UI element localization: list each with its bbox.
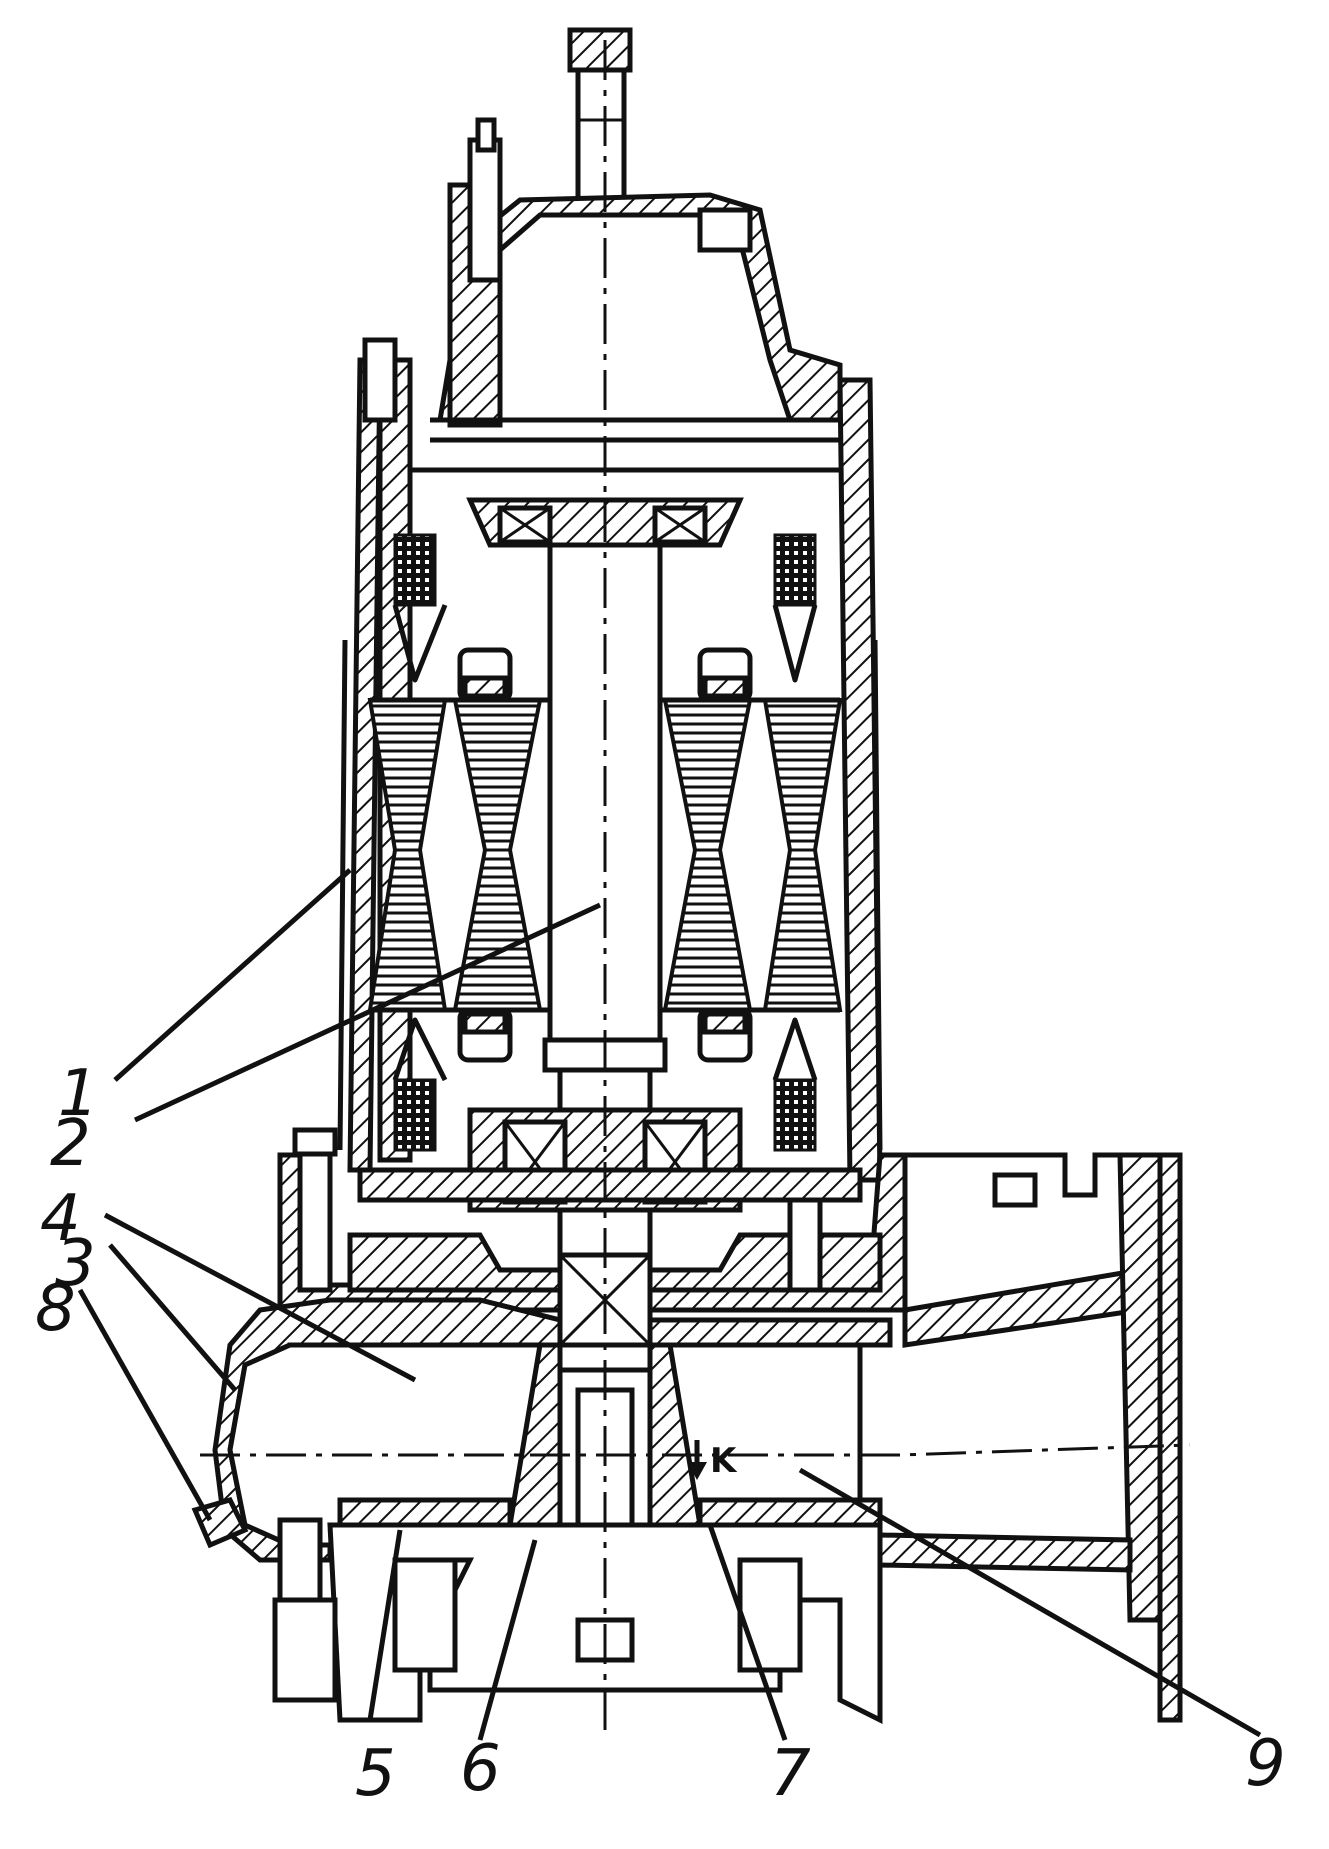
leader-2 <box>133 902 602 1123</box>
callout-9: 9 <box>1245 1727 1286 1801</box>
callout-1: 1 <box>58 1057 99 1131</box>
callout-6: 6 <box>460 1732 501 1806</box>
callout-4: 4 <box>40 1182 81 1256</box>
leader-4 <box>103 1212 417 1383</box>
pump-base <box>272 1517 883 1725</box>
callout-2: 2 <box>50 1107 91 1181</box>
discharge-outlet <box>877 1152 1183 1723</box>
callout-7: 7 <box>770 1737 811 1811</box>
lifting-handle <box>567 27 633 203</box>
horizontal-centerline <box>200 1443 1191 1457</box>
callout-8: 8 <box>35 1272 76 1346</box>
leader-lines <box>77 868 1262 1741</box>
leader-3 <box>108 1243 237 1392</box>
stator-rotor-core <box>367 647 843 1063</box>
callout-3: 3 <box>55 1227 96 1301</box>
leader-7 <box>707 1524 788 1741</box>
leader-6 <box>477 1539 538 1741</box>
leader-8 <box>77 1288 213 1522</box>
callout-5: 5 <box>355 1737 396 1811</box>
leader-9 <box>798 1467 1262 1738</box>
stator-coils <box>392 533 818 1152</box>
leader-1 <box>113 868 352 1082</box>
flow-direction-mark: K <box>687 1440 738 1481</box>
leader-5 <box>367 1529 403 1721</box>
callouts: 1 2 4 3 8 5 6 7 9 <box>35 1057 1286 1811</box>
top-cover <box>430 117 843 443</box>
flow-mark-label: K <box>710 1441 738 1481</box>
